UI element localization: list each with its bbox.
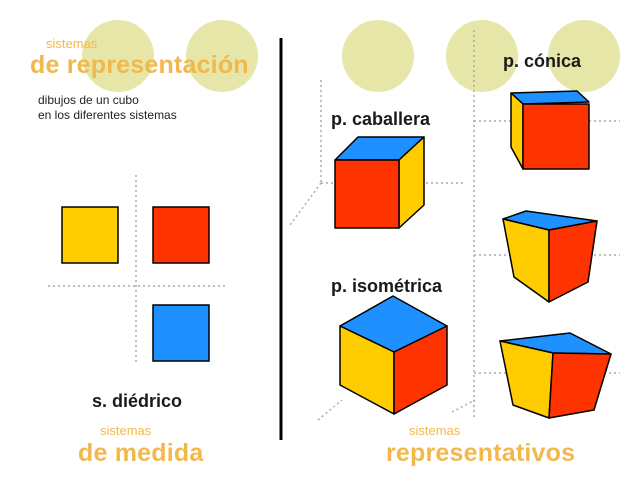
diedrico-blue-square	[152, 304, 210, 362]
decorative-circle-right-3	[548, 20, 620, 92]
decorative-circle-left-2	[186, 20, 258, 92]
conica-mid-left-face	[502, 218, 550, 303]
cube-caballera	[334, 136, 425, 229]
conica-left-face	[510, 92, 524, 170]
conica-bottom-left-face	[499, 340, 554, 419]
decorative-circle-right-1	[342, 20, 414, 92]
description-line-2: en los diferentes sistemas	[38, 108, 177, 122]
left-bottom-small-label: sistemas	[100, 423, 152, 438]
decorative-circle-right-2	[446, 20, 518, 92]
cube-conica-mid	[502, 210, 598, 303]
right-bottom-small-label: sistemas	[409, 423, 461, 438]
diedrico-yellow-square	[61, 206, 119, 264]
diedrico-guides	[48, 175, 228, 365]
description-line-1: dibujos de un cubo	[38, 93, 139, 107]
right-bottom-title: representativos	[386, 439, 576, 467]
cube-conica-bottom	[499, 332, 612, 419]
decorative-circle-left	[82, 20, 154, 92]
cube-isometrica	[339, 295, 448, 415]
diedrico-label: s. diédrico	[92, 391, 183, 411]
conica-top-face	[510, 90, 590, 105]
left-bottom-title: de medida	[78, 439, 204, 467]
conica-front-face	[522, 103, 590, 170]
conica-mid-right-face	[548, 220, 598, 303]
left-top-title: de representación	[30, 51, 249, 79]
isometrica-label: p. isométrica	[331, 276, 443, 296]
caballera-label: p. caballera	[331, 109, 431, 129]
caballera-front-face	[334, 159, 400, 229]
isometrica-right-face	[393, 325, 448, 415]
conica-label: p. cónica	[503, 51, 582, 71]
cube-conica	[510, 90, 590, 170]
conica-bottom-right-face	[548, 352, 612, 419]
diedrico-red-square	[152, 206, 210, 264]
left-top-small-label: sistemas	[46, 36, 98, 51]
